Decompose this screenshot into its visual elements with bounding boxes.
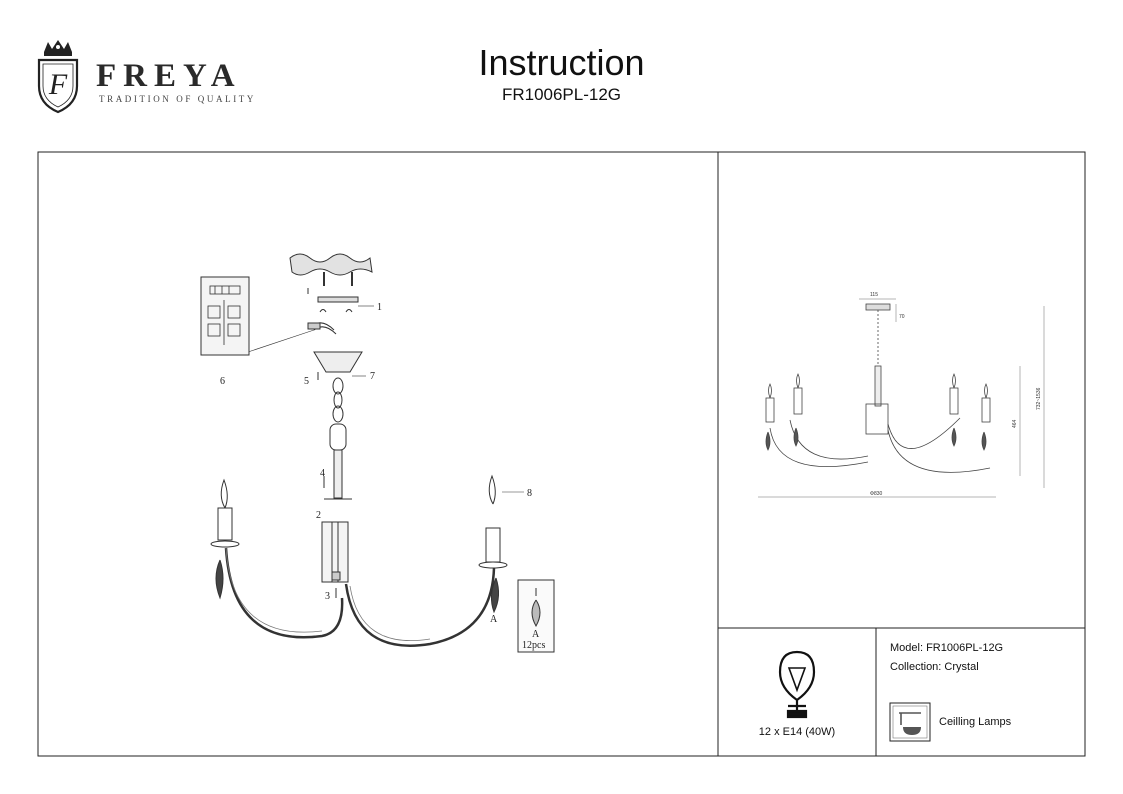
dim-total-height: 732~1536 bbox=[1036, 387, 1042, 410]
dim-candle-3 bbox=[949, 387, 959, 415]
mounting-bracket bbox=[317, 296, 359, 303]
dim-crystals bbox=[765, 427, 987, 451]
brand-name: FREYA bbox=[96, 58, 242, 94]
wiring-detail-box bbox=[200, 276, 250, 356]
dim-candle-2 bbox=[793, 387, 803, 415]
dim-canopy-width: 115 bbox=[870, 292, 878, 298]
bulb-icon bbox=[778, 650, 816, 719]
drip-cup-right bbox=[478, 561, 508, 569]
brand-tagline: TRADITION OF QUALITY bbox=[99, 94, 256, 104]
ceiling-surface bbox=[289, 253, 373, 276]
spec-collection: Collection: Crystal bbox=[890, 661, 979, 673]
dim-rod bbox=[874, 365, 882, 407]
center-rod bbox=[333, 449, 343, 499]
spec-lamp-type: Ceilling Lamps bbox=[939, 716, 1012, 728]
label-crystal-ref: A bbox=[532, 629, 540, 640]
dim-canopy-height: 70 bbox=[899, 314, 905, 320]
ceiling-lamp-icon bbox=[889, 702, 931, 742]
label-part-3: 3 bbox=[325, 591, 330, 602]
dim-body-height: 464 bbox=[1012, 419, 1018, 428]
page-title: Instruction bbox=[478, 42, 645, 83]
dim-canopy bbox=[865, 303, 891, 311]
canopy bbox=[313, 351, 363, 373]
dimension-labels: 115 70 Φ830 464 732~1536 bbox=[870, 292, 1042, 497]
label-part-2: 2 bbox=[316, 510, 321, 521]
candle-left bbox=[217, 507, 233, 541]
crystal-right bbox=[490, 577, 500, 614]
label-part-4: 4 bbox=[320, 468, 325, 479]
connector-leader bbox=[247, 329, 315, 353]
drip-cup-left bbox=[210, 540, 240, 548]
label-arm-ref: A bbox=[490, 614, 498, 625]
dim-arm-right bbox=[887, 417, 991, 473]
freya-crest-icon: F bbox=[37, 40, 79, 114]
logo-letter: F bbox=[48, 68, 68, 101]
arm-right bbox=[344, 567, 496, 647]
candle-right bbox=[485, 527, 501, 563]
label-part-1: 1 bbox=[377, 302, 382, 313]
label-part-7: 7 bbox=[370, 371, 375, 382]
flame-left bbox=[220, 478, 228, 509]
spec-bulbs: 12 x E14 (40W) bbox=[758, 726, 836, 738]
terminal-block bbox=[307, 322, 321, 330]
part-labels: 1 2 3 4 5 6 7 8 A A 12pcs bbox=[220, 302, 545, 651]
wiring-detail bbox=[207, 285, 241, 345]
page-subtitle: FR1006PL-12G bbox=[501, 85, 622, 104]
dim-candle-1 bbox=[765, 397, 775, 423]
flame-right bbox=[488, 474, 496, 505]
sheet-frames bbox=[37, 151, 1086, 757]
dim-candle-4 bbox=[981, 397, 991, 423]
assembly-diagram bbox=[200, 253, 555, 653]
chain bbox=[329, 377, 347, 451]
spec-model: Model: FR1006PL-12G bbox=[890, 642, 1004, 654]
nuts bbox=[319, 309, 353, 313]
bottom-nut bbox=[331, 571, 341, 581]
label-part-5: 5 bbox=[304, 376, 309, 387]
label-part-6: 6 bbox=[220, 376, 225, 387]
dim-body bbox=[865, 403, 889, 435]
crystal-left bbox=[215, 559, 224, 600]
outer-frame bbox=[37, 151, 1086, 757]
label-part-8: 8 bbox=[527, 488, 532, 499]
dim-arm-left bbox=[769, 419, 869, 468]
dim-flames bbox=[768, 373, 988, 399]
dim-diameter: Φ830 bbox=[870, 491, 883, 497]
crystal-detail bbox=[531, 588, 541, 628]
label-crystal-qty: 12pcs bbox=[522, 640, 545, 651]
dimension-diagram bbox=[758, 298, 1045, 498]
arm-left bbox=[224, 547, 344, 639]
brand-logo: F FREYA TRADITION OF QUALITY bbox=[34, 38, 274, 118]
